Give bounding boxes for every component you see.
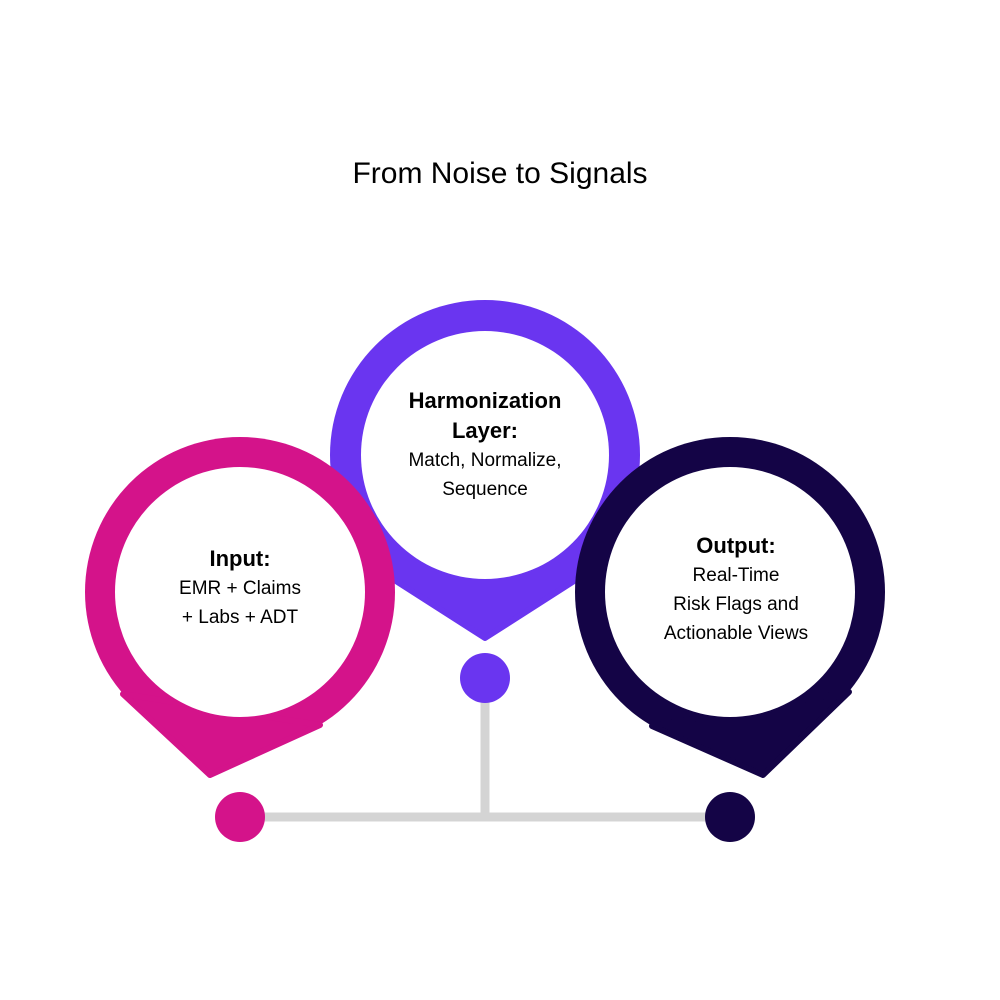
output-line: Actionable Views	[663, 623, 809, 644]
output-label: Output: Real-Time Risk Flags and Actiona…	[616, 531, 856, 648]
harmonization-line: Sequence	[442, 479, 528, 500]
diagram-title: From Noise to Signals	[352, 157, 648, 190]
output-line: Real-Time	[692, 565, 780, 586]
harmonization-line: Match, Normalize,	[408, 450, 562, 471]
input-line: + Labs + ADT	[181, 607, 299, 628]
harmonization-pin	[330, 300, 640, 641]
input-dot	[215, 792, 265, 842]
harmonization-dot	[460, 653, 510, 703]
input-label: Input: EMR + Claims + Labs + ADT	[120, 544, 360, 632]
harmonization-heading: Harmonization Layer:	[408, 388, 562, 443]
input-pin	[85, 437, 395, 778]
output-heading: Output:	[696, 533, 776, 558]
output-line: Risk Flags and	[673, 594, 799, 615]
output-pin	[575, 437, 885, 778]
input-heading: Input:	[209, 546, 271, 571]
output-dot	[705, 792, 755, 842]
harmonization-label: Harmonization Layer: Match, Normalize, S…	[365, 386, 605, 504]
input-line: EMR + Claims	[179, 578, 301, 599]
